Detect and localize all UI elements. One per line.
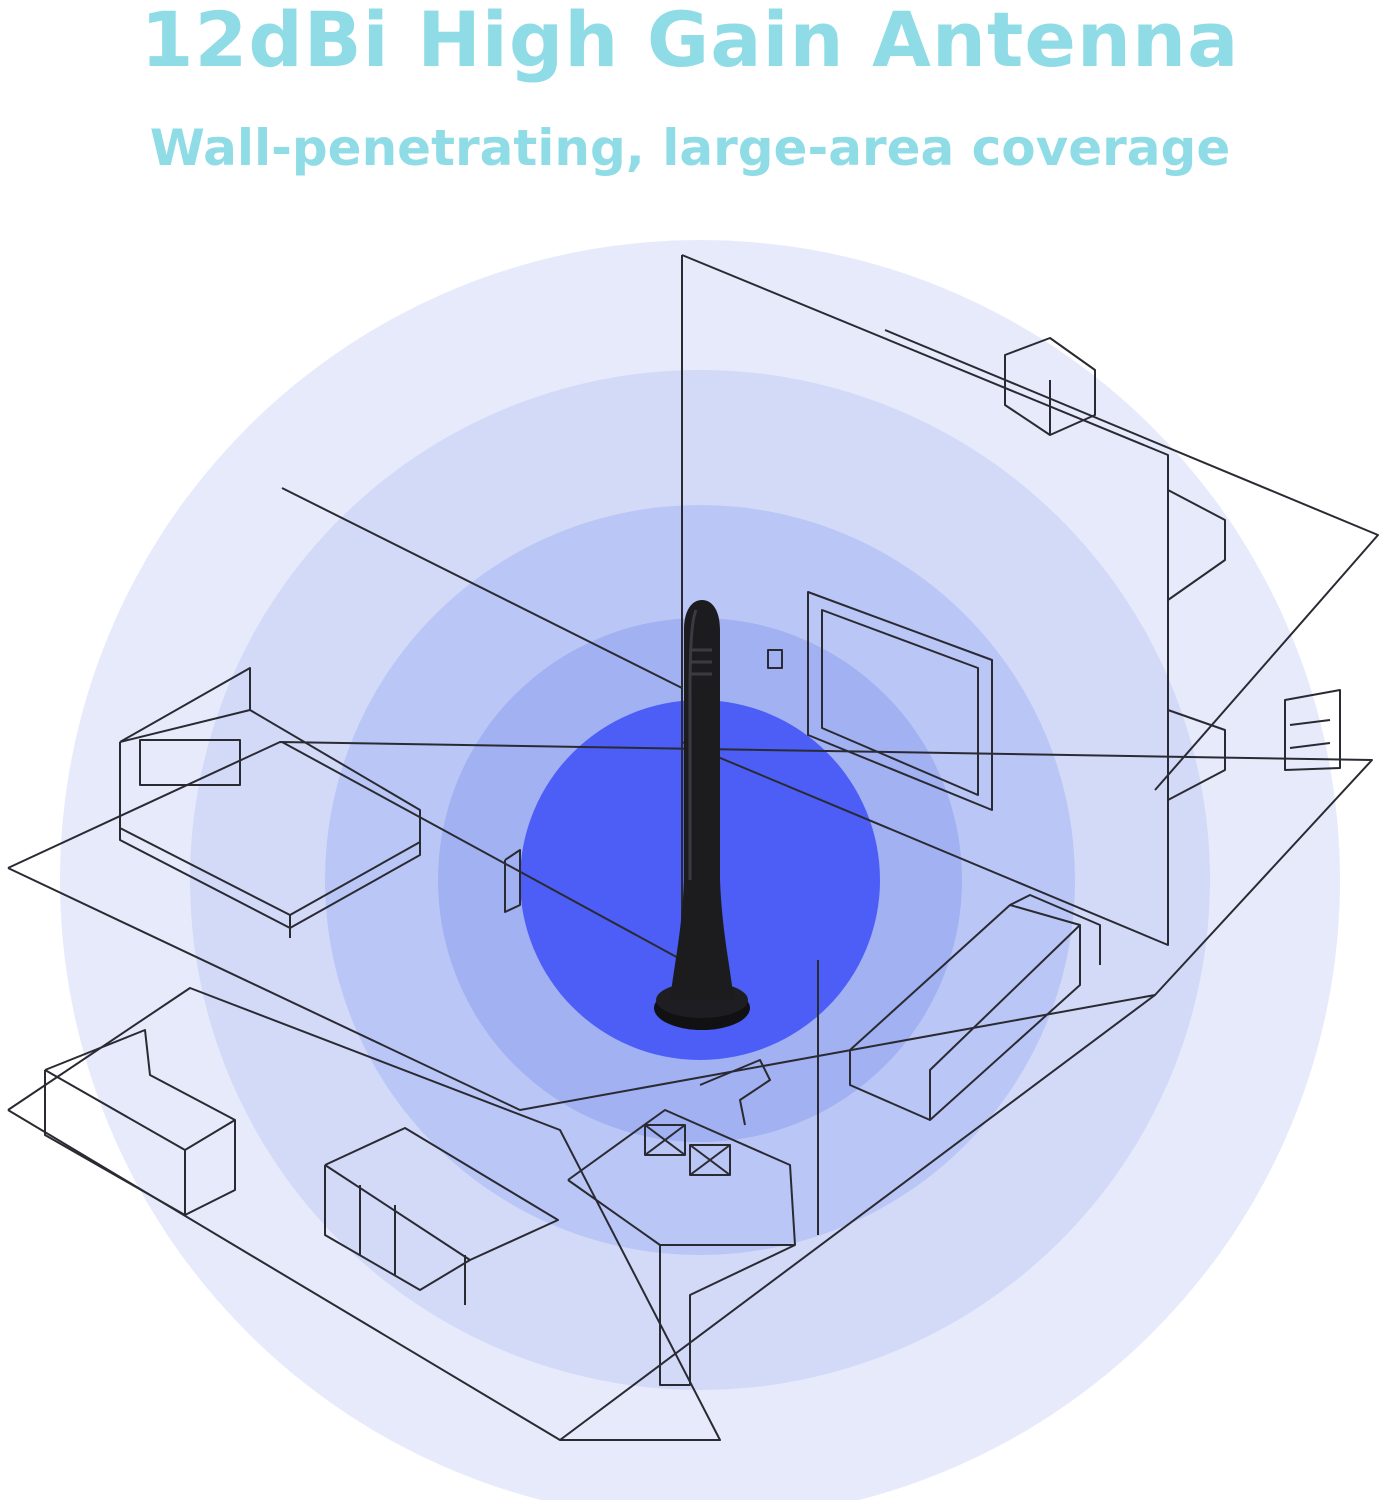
- wall-cabinet: [1004, 337, 1341, 801]
- wall-outlet: [767, 649, 783, 669]
- wall-tv: [807, 591, 993, 811]
- sofa: [849, 894, 1101, 1121]
- bed: [119, 667, 421, 938]
- dining-table: [324, 1127, 559, 1305]
- chair: [504, 849, 521, 913]
- page-subtitle: Wall-penetrating, large-area coverage: [149, 119, 1231, 177]
- kitchen-counter: [567, 1059, 796, 1386]
- house-floor-plan: [7, 254, 1379, 1441]
- l-shaped-cabinet: [44, 1029, 236, 1216]
- page-title: 12dBi High Gain Antenna: [140, 0, 1240, 84]
- antenna-icon: [654, 600, 750, 1030]
